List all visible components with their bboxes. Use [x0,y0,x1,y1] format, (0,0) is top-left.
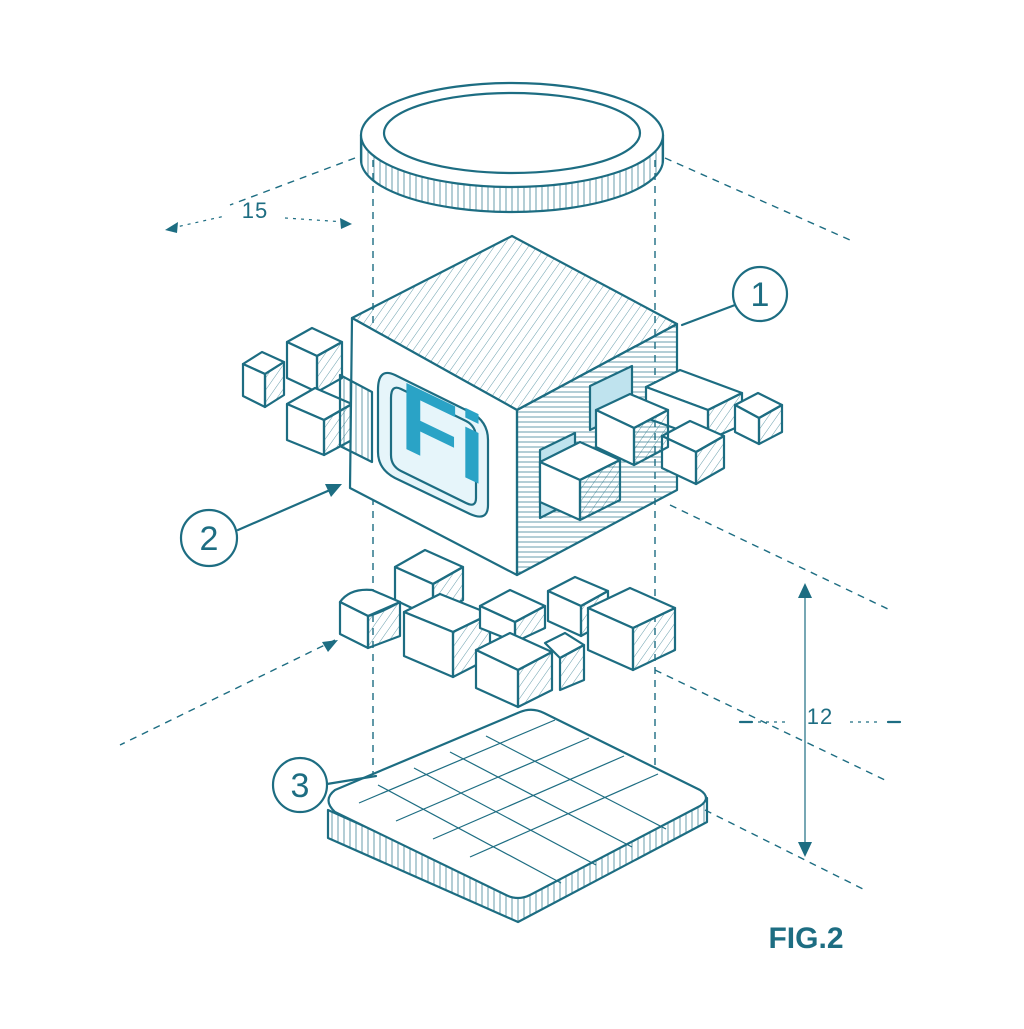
middle-block [543,631,586,692]
top-disc [359,81,665,214]
left-small-cubes [241,326,354,457]
middle-layer-arrow [322,640,338,652]
callout-1: 1 [680,265,789,327]
central-cube: Fi [241,234,784,577]
right-small-cubes [538,364,784,522]
dimension-right: 12 [738,583,902,857]
base-grid-plate [326,708,709,924]
middle-block [586,586,677,672]
middle-block [474,631,554,709]
figure-label: FIG.2 [768,922,843,955]
callout-3-label: 3 [291,767,310,805]
dimension-15-label: 15 [242,198,268,223]
middle-block-layer [338,548,677,709]
middle-block [338,588,402,650]
callout-1-label: 1 [751,276,770,314]
dimension-12-label: 12 [807,704,833,729]
dimension-upper: 15 [165,198,352,233]
callout-3: 3 [271,756,378,814]
callout-2: 2 [179,484,342,568]
projection-lines [119,157,891,891]
grid-lines [358,719,667,884]
callout-2-label: 2 [200,520,219,558]
